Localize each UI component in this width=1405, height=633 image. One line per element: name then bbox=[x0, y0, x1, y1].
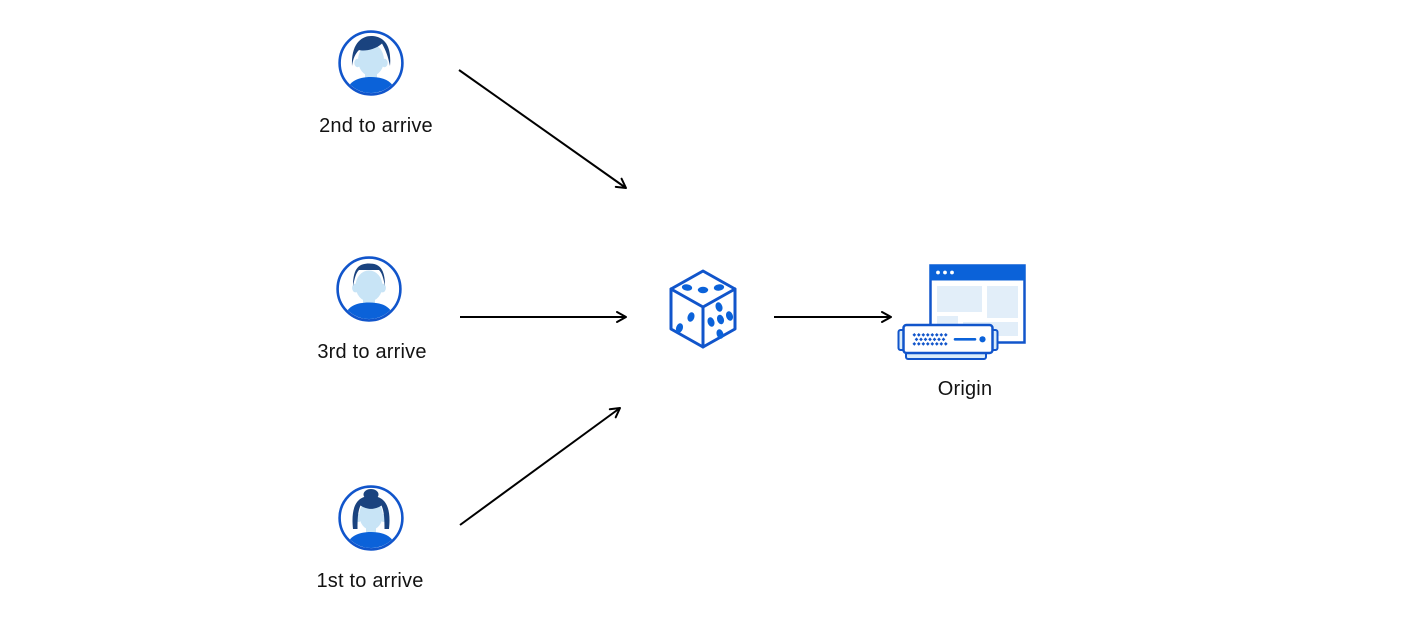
user-label-1st: 1st to arrive bbox=[316, 570, 424, 592]
user-avatar-male-short-hair-icon bbox=[336, 256, 402, 322]
user-node-2nd bbox=[338, 30, 404, 96]
origin-server-browser-icon bbox=[897, 264, 1026, 360]
dice-node bbox=[668, 268, 738, 352]
user-label-2nd: 2nd to arrive bbox=[319, 115, 433, 137]
user-avatar-male-swept-hair-icon bbox=[338, 30, 404, 96]
origin-label: Origin bbox=[937, 378, 993, 400]
origin-node bbox=[896, 262, 1028, 366]
user-avatar-female-bun-icon bbox=[338, 485, 404, 551]
user-node-3rd bbox=[336, 256, 402, 322]
user-label-3rd: 3rd to arrive bbox=[317, 341, 427, 363]
arrow-user-1st-to-dice bbox=[459, 407, 621, 526]
user-node-1st bbox=[338, 485, 404, 551]
dice-icon bbox=[669, 269, 737, 349]
arrow-user-2nd-to-dice bbox=[458, 69, 627, 189]
